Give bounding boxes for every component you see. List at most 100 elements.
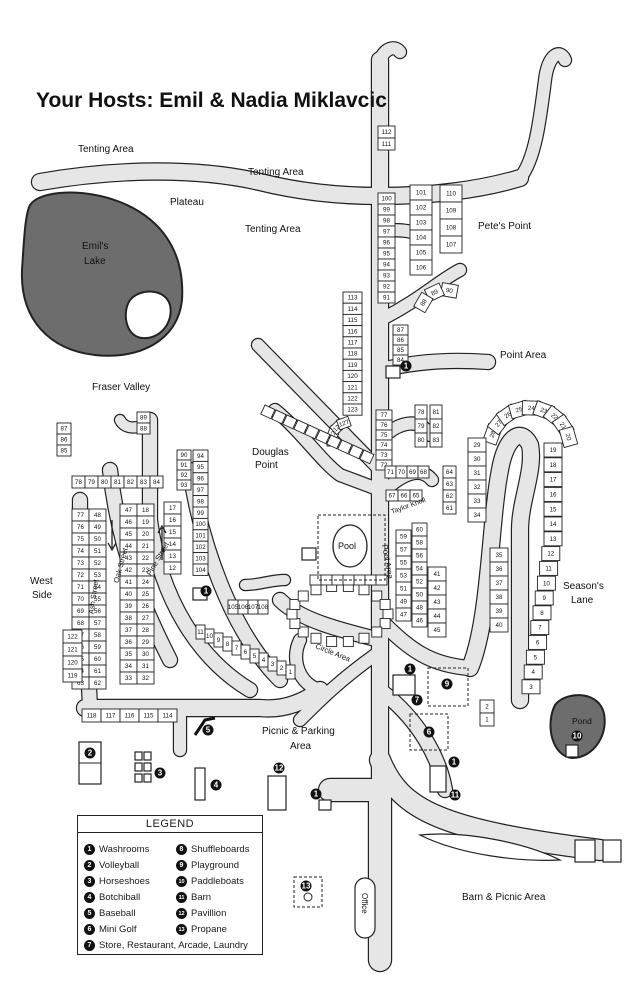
campsite[interactable]: 5: [525, 649, 545, 665]
facility-marker-2[interactable]: 2: [84, 747, 96, 759]
facility-marker-11[interactable]: 11: [449, 789, 461, 801]
campsite[interactable]: 127: [335, 415, 352, 431]
circle-area-site[interactable]: [297, 626, 309, 638]
circle-area-site[interactable]: [382, 608, 394, 620]
campsite[interactable]: 18: [543, 457, 563, 473]
campsite[interactable]: [409, 259, 433, 276]
office-building[interactable]: [354, 877, 376, 939]
campsite[interactable]: [489, 617, 509, 633]
campsite[interactable]: [411, 613, 428, 628]
barn-picnic-shelter[interactable]: [417, 833, 563, 861]
campsite[interactable]: 88: [413, 291, 434, 314]
campsite[interactable]: [395, 607, 412, 622]
circle-area-site[interactable]: [358, 584, 370, 596]
facility-marker-10[interactable]: 10: [571, 730, 583, 742]
facility-marker-7[interactable]: 7: [411, 694, 423, 706]
facility-marker-3[interactable]: 3: [154, 767, 166, 779]
campsite[interactable]: [467, 507, 487, 523]
facility-marker-5[interactable]: 5: [202, 724, 214, 736]
campsite[interactable]: [149, 475, 164, 489]
campsite[interactable]: 3: [521, 679, 541, 695]
circle-area-site[interactable]: [379, 618, 391, 630]
campsite[interactable]: 11: [539, 560, 559, 576]
douglas-point-site[interactable]: [293, 419, 309, 435]
circle-area-site[interactable]: [371, 590, 383, 602]
douglas-point-site[interactable]: [271, 409, 287, 425]
campsite[interactable]: [409, 489, 423, 502]
campsite[interactable]: 19: [543, 442, 563, 458]
campsite[interactable]: 20: [558, 425, 579, 449]
paddleboat-shed[interactable]: [565, 744, 579, 758]
horseshoe-pit[interactable]: [134, 751, 143, 761]
facility-marker-9[interactable]: 9: [441, 678, 453, 690]
campsite[interactable]: 17: [543, 472, 563, 488]
facility-marker-12[interactable]: 12: [273, 762, 285, 774]
horseshoe-pit[interactable]: [143, 773, 152, 783]
washroom-building[interactable]: [318, 799, 332, 811]
campsite[interactable]: [157, 708, 178, 723]
campsite[interactable]: 12: [541, 546, 561, 562]
douglas-point-site[interactable]: [315, 429, 331, 445]
campsite[interactable]: [88, 676, 107, 690]
campsite[interactable]: [176, 479, 192, 491]
douglas-point-site[interactable]: [348, 444, 364, 460]
campsite[interactable]: 13: [543, 531, 563, 547]
campsite[interactable]: [257, 599, 269, 615]
horseshoe-pit[interactable]: [134, 762, 143, 772]
facility-marker-13[interactable]: 13: [300, 880, 312, 892]
horseshoe-pit[interactable]: [143, 751, 152, 761]
facility-marker-1[interactable]: 1: [448, 756, 460, 768]
campsite[interactable]: [417, 465, 430, 479]
campsite[interactable]: [479, 712, 495, 727]
facility-marker-1[interactable]: 1: [200, 585, 212, 597]
campsite[interactable]: [377, 291, 396, 304]
store-building[interactable]: [392, 674, 416, 696]
campsite[interactable]: [429, 432, 443, 448]
circle-area-site[interactable]: [286, 608, 298, 620]
campsite[interactable]: 14: [543, 516, 563, 532]
pavillion-building[interactable]: [267, 775, 287, 811]
campsite[interactable]: [192, 563, 209, 576]
circle-area-site[interactable]: [358, 632, 370, 644]
douglas-point-site[interactable]: [337, 439, 353, 455]
campsite[interactable]: [377, 137, 396, 151]
campsite[interactable]: [427, 622, 447, 638]
douglas-point-site[interactable]: [304, 424, 320, 440]
campsite[interactable]: [342, 403, 363, 416]
douglas-point-site[interactable]: [359, 449, 375, 465]
circle-area-site[interactable]: [310, 584, 322, 596]
campsite[interactable]: [414, 432, 428, 448]
barn-building[interactable]: [574, 839, 596, 863]
circle-area-site[interactable]: [342, 636, 354, 648]
campsite[interactable]: 8: [532, 605, 552, 621]
facility-marker-4[interactable]: 4: [210, 779, 222, 791]
campsite[interactable]: [392, 354, 409, 366]
campsite[interactable]: 10: [536, 575, 556, 591]
campsite[interactable]: [375, 459, 393, 471]
campsite[interactable]: [285, 664, 296, 680]
circle-area-site[interactable]: [289, 618, 301, 630]
washroom-building[interactable]: [301, 547, 317, 561]
facility-marker-6[interactable]: 6: [423, 726, 435, 738]
campsite[interactable]: 7: [530, 620, 550, 636]
campsite[interactable]: 6: [528, 634, 548, 650]
circle-area-site[interactable]: [326, 636, 338, 648]
facility-marker-1[interactable]: 1: [310, 788, 322, 800]
circle-area-site[interactable]: [379, 598, 391, 610]
campsite[interactable]: 4: [523, 664, 543, 680]
campsite[interactable]: [439, 235, 463, 254]
botchiball-court[interactable]: [194, 767, 206, 801]
circle-area-site[interactable]: [289, 598, 301, 610]
campsite[interactable]: [136, 671, 155, 685]
washroom-building[interactable]: [385, 365, 401, 379]
circle-area-site[interactable]: [297, 590, 309, 602]
horseshoe-pit[interactable]: [134, 773, 143, 783]
horseshoe-pit[interactable]: [143, 762, 152, 772]
campsite[interactable]: [442, 501, 457, 515]
campsite[interactable]: [163, 561, 182, 575]
facility-marker-1[interactable]: 1: [400, 360, 412, 372]
campsite[interactable]: [136, 422, 151, 435]
circle-area-site[interactable]: [310, 632, 322, 644]
campsite[interactable]: 9: [534, 590, 554, 606]
barn-building[interactable]: [602, 839, 622, 863]
